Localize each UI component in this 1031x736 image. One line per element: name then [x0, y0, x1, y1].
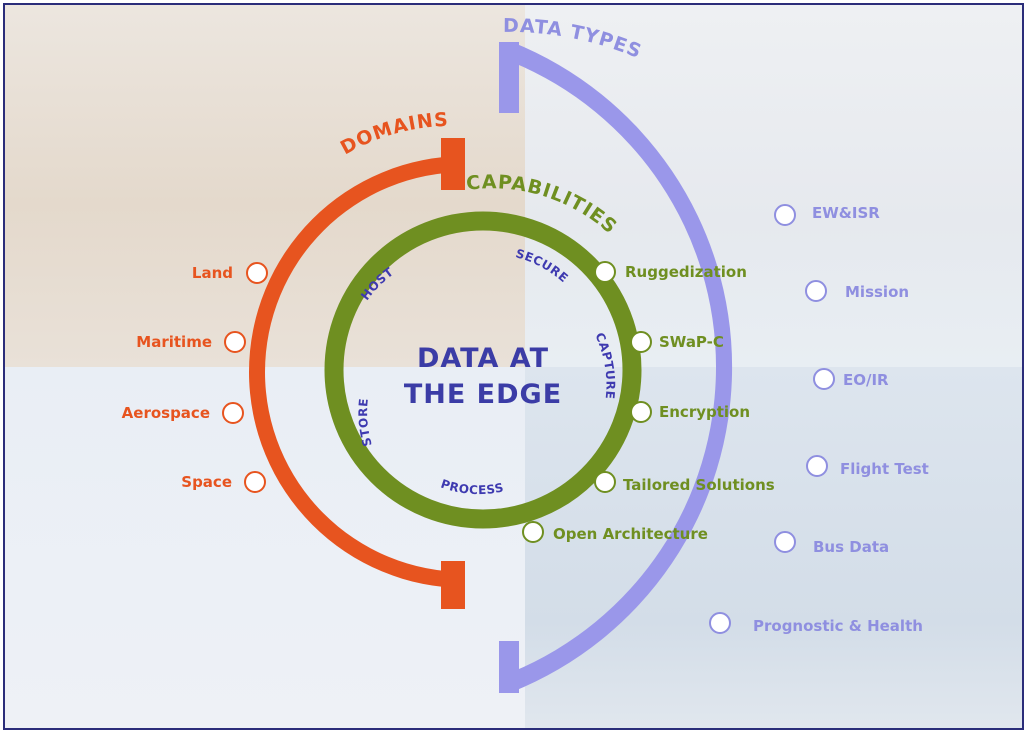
domain-node-maritime: Maritime: [136, 331, 246, 353]
center-title-line1: DATA AT: [417, 343, 549, 374]
space-station-background: [525, 367, 1022, 728]
domain-label: Space: [181, 473, 232, 491]
data-type-node-ew-isr: EW&ISR: [774, 204, 880, 226]
capability-label: Open Architecture: [553, 525, 708, 543]
domains-title: DOMAINS: [337, 109, 449, 159]
domain-node-aerospace: Aerospace: [122, 402, 244, 424]
data-type-label: EW&ISR: [812, 204, 880, 222]
center-title-line2: THE EDGE: [404, 379, 562, 410]
capability-node-open-architecture: Open Architecture: [522, 521, 708, 543]
data-type-label: Bus Data: [813, 538, 889, 556]
data-type-label: EO/IR: [843, 371, 889, 389]
data-at-edge-diagram: DATA TYPES DOMAINS CAPABILITIES HOST SEC…: [122, 15, 929, 693]
inner-word-process: PROCESS: [439, 477, 505, 498]
domain-label: Aerospace: [122, 404, 210, 422]
data-type-label: Prognostic & Health: [753, 617, 923, 635]
inner-word-capture: CAPTURE: [592, 331, 617, 400]
data-type-node-bus-data: Bus Data: [774, 531, 889, 556]
capability-node-encryption: Encryption: [630, 401, 750, 423]
data-type-node-mission: Mission: [805, 280, 909, 302]
data-type-label: Flight Test: [840, 460, 929, 478]
data-type-node-flight-test: Flight Test: [806, 455, 929, 478]
capability-node-tailored-solutions: Tailored Solutions: [594, 471, 775, 494]
capability-label: Ruggedization: [625, 263, 747, 281]
domain-label: Maritime: [136, 333, 212, 351]
data-type-label: Mission: [845, 283, 909, 301]
capability-label: Tailored Solutions: [623, 476, 775, 494]
capability-label: Encryption: [659, 403, 750, 421]
capability-label: SWaP-C: [659, 333, 724, 351]
data-types-arc: [499, 42, 733, 693]
capability-node-swap-c: SWaP-C: [630, 331, 724, 353]
diagram-frame: DATA TYPES DOMAINS CAPABILITIES HOST SEC…: [3, 3, 1024, 730]
inner-word-store: STORE: [356, 398, 375, 448]
domain-label: Land: [192, 264, 233, 282]
domain-node-land: Land: [192, 262, 268, 284]
capabilities-ring: [324, 211, 642, 529]
domains-arc: [249, 138, 465, 609]
capability-node-ruggedization: Ruggedization: [594, 261, 747, 283]
data-type-node-eo-ir: EO/IR: [813, 368, 889, 390]
domain-node-space: Space: [181, 471, 266, 493]
data-type-node-prognostic-health: Prognostic & Health: [709, 612, 923, 635]
